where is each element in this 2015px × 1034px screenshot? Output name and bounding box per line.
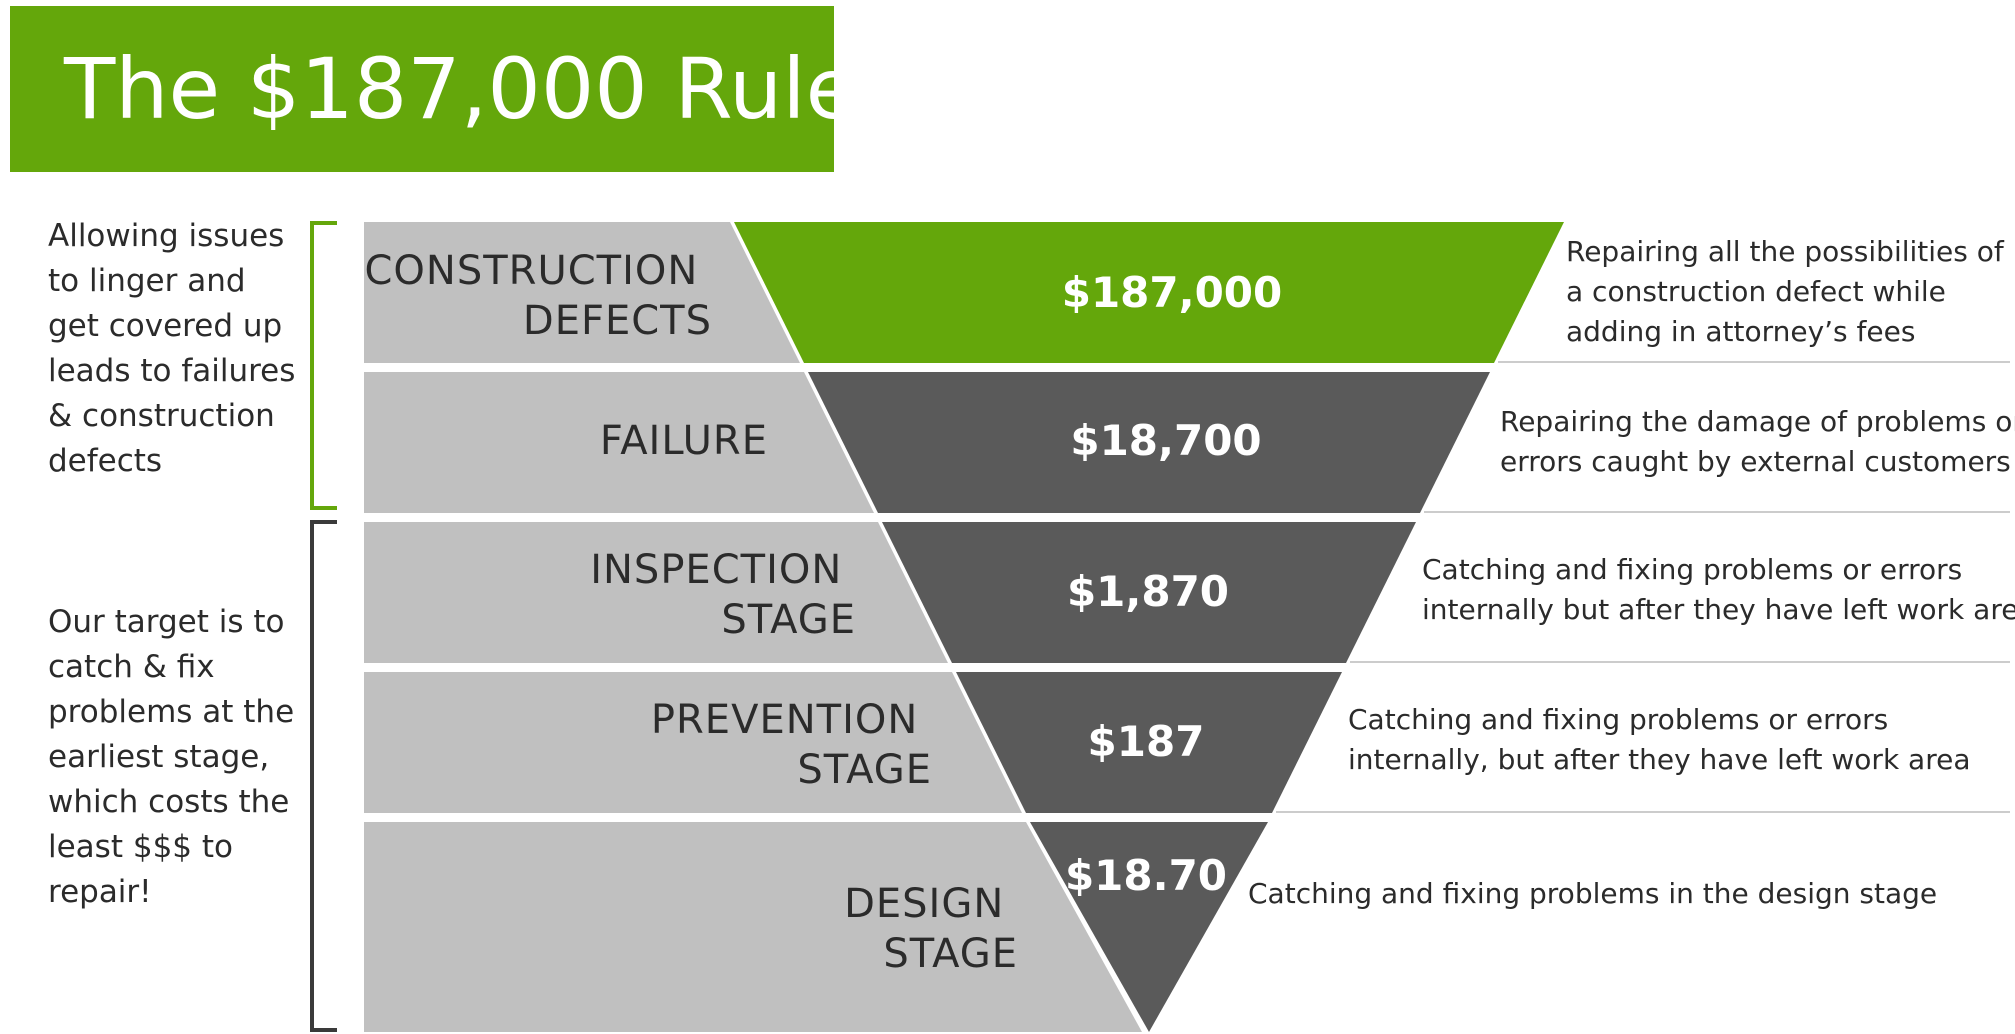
cost-value-failure: $18,700: [1070, 416, 1261, 465]
stage-label-design: DESIGN STAGE: [844, 881, 1018, 977]
side-note-target: Our target is to catch & fix problems at…: [48, 604, 295, 910]
stage-label-construction-defects: CONSTRUCTION DEFECTS: [364, 248, 712, 344]
bracket-bottom: [310, 520, 337, 1032]
stage-label-line: INSPECTION: [590, 547, 842, 593]
title-banner: The $187,000 Rule: [10, 6, 857, 172]
stage-label-line: STAGE: [797, 747, 932, 793]
stage-label-line: FAILURE: [600, 418, 768, 464]
side-note-linger: Allowing issues to linger and get covere…: [48, 218, 296, 479]
description-line: internally but after they have left work…: [1422, 593, 2015, 626]
stage-label-line: STAGE: [883, 931, 1018, 977]
description-line: Catching and fixing problems or errors: [1422, 553, 1963, 586]
stage-label-line: STAGE: [721, 597, 856, 643]
stage-description-failure: Repairing the damage of problems or erro…: [1500, 402, 2015, 482]
stage-description-prevention: Catching and fixing problems or errors i…: [1348, 700, 1971, 780]
cost-value-design: $18.70: [1065, 851, 1227, 900]
description-line: Repairing the damage of problems or: [1500, 405, 2015, 438]
stage-label-line: CONSTRUCTION: [364, 248, 698, 294]
description-line: adding in attorney’s fees: [1566, 315, 1916, 348]
stage-label-line: DEFECTS: [523, 298, 712, 344]
cost-value-construction-defects: $187,000: [1062, 268, 1283, 317]
description-line: Repairing all the possibilities of: [1566, 235, 2004, 268]
description-line: a construction defect while: [1566, 275, 1946, 308]
bracket-top: [310, 221, 337, 510]
page-title: The $187,000 Rule: [64, 40, 858, 138]
stage-band-failure: [364, 372, 874, 513]
stage-description-design: Catching and fixing problems in the desi…: [1248, 874, 1937, 914]
stage-band-construction-defects: [364, 222, 800, 363]
funnel-section-inspection: [882, 522, 1416, 663]
stage-band-prevention: [364, 672, 1022, 813]
funnel-section-construction-defects: [734, 222, 1564, 363]
stage-band-design: [364, 822, 1142, 1032]
stage-label-line: DESIGN: [844, 881, 1004, 927]
description-line: internally, but after they have left wor…: [1348, 743, 1971, 776]
stage-description-construction-defects: Repairing all the possibilities of a con…: [1566, 232, 2004, 352]
funnel-section-design: [1030, 822, 1268, 1032]
stage-label-inspection: INSPECTION STAGE: [590, 547, 856, 643]
stage-description-inspection: Catching and fixing problems or errors i…: [1422, 550, 2015, 630]
description-line: Catching and fixing problems or errors: [1348, 703, 1889, 736]
funnel-section-prevention: [956, 672, 1342, 813]
stage-band-inspection: [364, 522, 948, 663]
cost-value-inspection: $1,870: [1067, 567, 1229, 616]
description-line: errors caught by external customers: [1500, 445, 2011, 478]
stage-label-failure: FAILURE: [600, 418, 768, 464]
description-line: Catching and fixing problems in the desi…: [1248, 877, 1938, 910]
stage-label-prevention: PREVENTION STAGE: [651, 697, 932, 793]
cost-value-prevention: $187: [1088, 717, 1205, 766]
stage-label-line: PREVENTION: [651, 697, 918, 743]
funnel-section-failure: [808, 372, 1490, 513]
